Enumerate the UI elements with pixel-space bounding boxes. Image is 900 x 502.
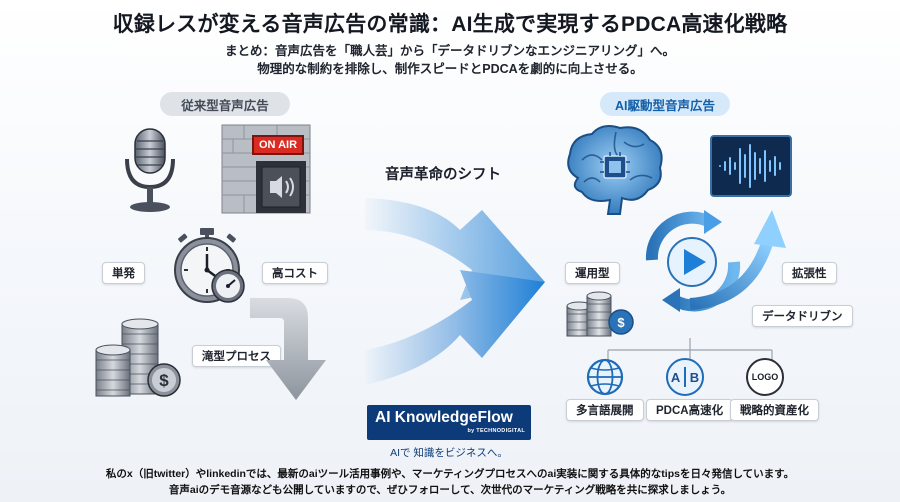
tag-scalability: 拡張性 bbox=[782, 262, 837, 284]
globe-icon bbox=[586, 358, 624, 396]
ab-letter-a: A bbox=[670, 369, 681, 385]
shift-label: 音声革命のシフト bbox=[385, 167, 501, 183]
ai-section-label: AI駆動型音声広告 bbox=[600, 92, 730, 116]
subtitle-line-2: 物理的な制約を排除し、制作スピードとPDCAを劇的に向上させる。 bbox=[257, 62, 643, 76]
tag-data-driven: データドリブン bbox=[752, 305, 853, 327]
tag-pdca-speedup: PDCA高速化 bbox=[646, 399, 734, 421]
tag-strategic-asset: 戦略的資産化 bbox=[730, 399, 819, 421]
onair-sign: ON AIR bbox=[252, 135, 304, 155]
logo-badge-icon: LOGO bbox=[746, 358, 784, 396]
tag-single-shot: 単発 bbox=[102, 262, 145, 284]
logo-tagline: AIで 知識をビジネスへ。 bbox=[390, 447, 508, 459]
ab-divider bbox=[684, 367, 686, 387]
footer-line-2: 音声aiのデモ音源なども公開していますので、ぜひフォローして、次世代のマーケティ… bbox=[168, 484, 732, 496]
svg-text:$: $ bbox=[617, 315, 625, 330]
svg-text:$: $ bbox=[159, 371, 169, 390]
microphone-icon bbox=[125, 128, 175, 212]
pdca-cycle-icon bbox=[645, 210, 786, 312]
legacy-section-label: 従来型音声広告 bbox=[160, 92, 290, 116]
subtitle-line-1: まとめ：音声広告を「職人芸」から「データドリブンなエンジニアリング」へ。 bbox=[224, 44, 675, 58]
ab-test-icon: A B bbox=[666, 358, 704, 396]
shift-arrow bbox=[365, 198, 545, 385]
ai-knowledgeflow-logo: AI KnowledgeFlow by TECHNODIGITAL bbox=[367, 405, 531, 440]
tag-operational: 運用型 bbox=[565, 262, 620, 284]
tag-high-cost: 高コスト bbox=[262, 262, 328, 284]
ab-letter-b: B bbox=[689, 369, 700, 385]
waterfall-arrow bbox=[250, 298, 326, 400]
ai-brain-icon bbox=[567, 125, 663, 215]
waveform-monitor-icon bbox=[710, 135, 792, 197]
branch-connector bbox=[607, 338, 773, 360]
gauge-icon bbox=[211, 269, 245, 303]
coin-stack-icon: $ bbox=[566, 291, 634, 337]
coin-stack-icon: $ bbox=[95, 318, 181, 397]
page-title: 収録レスが変える音声広告の常識：AI生成で実現するPDCA高速化戦略 bbox=[112, 13, 788, 36]
logo-main-text: AI KnowledgeFlow bbox=[375, 409, 513, 426]
tag-multilingual: 多言語展開 bbox=[566, 399, 644, 421]
tag-waterfall-process: 滝型プロセス bbox=[192, 345, 281, 367]
logo-byline: by TECHNODIGITAL bbox=[467, 428, 525, 434]
footer-line-1: 私のx（旧twitter）やlinkedinでは、最新のaiツール活用事例や、マ… bbox=[105, 468, 795, 480]
